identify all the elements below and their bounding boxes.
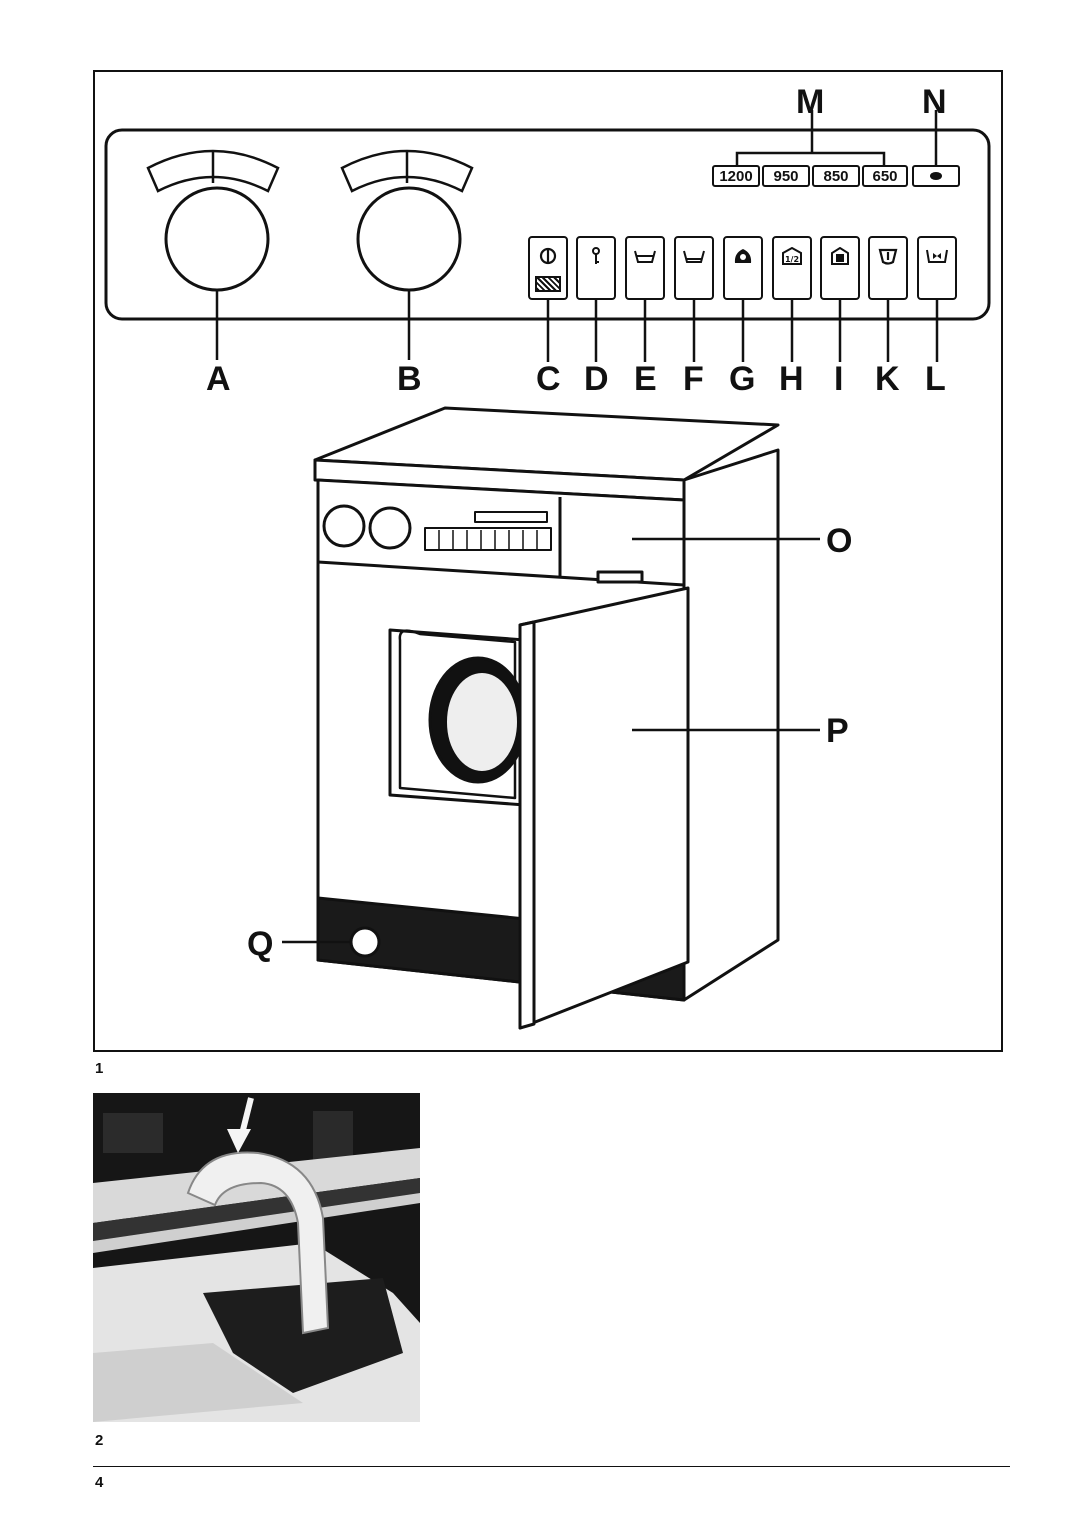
footer-rule [93, 1466, 1010, 1467]
button-i[interactable] [820, 236, 860, 300]
callout-c: C [536, 360, 561, 398]
m-bracket [735, 110, 886, 165]
callout-i: I [834, 360, 844, 398]
spin-speed-850: 850 [812, 165, 860, 187]
button-h[interactable]: 1/2 [772, 236, 812, 300]
basin-full-icon [634, 250, 656, 263]
callout-m: M [796, 83, 825, 121]
spin-speed-1200: 1200 [712, 165, 760, 187]
spin-speed-950: 950 [762, 165, 810, 187]
drop-icon [734, 249, 752, 263]
callout-o: O [826, 522, 853, 560]
callout-g: G [729, 360, 756, 398]
button-k[interactable] [868, 236, 908, 300]
knob-b [340, 149, 474, 360]
machine-button-ticks [438, 530, 538, 550]
callout-p: P [826, 712, 849, 750]
button-d[interactable] [576, 236, 616, 300]
svg-text:1/2: 1/2 [785, 255, 799, 264]
callout-a: A [206, 360, 231, 398]
button-c-power[interactable] [528, 236, 568, 300]
knob-a [146, 149, 280, 360]
callout-h: H [779, 360, 804, 398]
callout-l: L [925, 360, 946, 398]
rinse-hold-icon [878, 248, 898, 265]
button-f[interactable] [674, 236, 714, 300]
page-number: 4 [95, 1474, 104, 1491]
figure-1-number: 1 [95, 1060, 104, 1077]
callout-f: F [683, 360, 704, 398]
key-icon [592, 247, 600, 264]
button-e[interactable] [625, 236, 665, 300]
washing-machine [313, 406, 780, 1030]
callout-e: E [634, 360, 657, 398]
economy-icon [831, 247, 849, 265]
figure-2-number: 2 [95, 1432, 104, 1449]
button-g[interactable] [723, 236, 763, 300]
callout-k: K [875, 360, 900, 398]
power-lamp [535, 276, 561, 292]
callout-b: B [397, 360, 422, 398]
button-leaders [546, 300, 939, 362]
lamp-dot-icon [930, 172, 942, 180]
callout-n: N [922, 83, 947, 121]
callout-q: Q [247, 925, 274, 963]
button-l[interactable] [917, 236, 957, 300]
drain-hose-photo [93, 1093, 420, 1422]
figure-2-photo [93, 1093, 420, 1422]
spin-icon [926, 249, 948, 263]
half-load-icon: 1/2 [782, 247, 802, 265]
figure-1-frame [93, 70, 1003, 1052]
basin-half-icon [683, 250, 705, 263]
spin-speed-650: 650 [862, 165, 908, 187]
indicator-lamp-n [912, 165, 960, 187]
power-icon [539, 247, 557, 265]
callout-d: D [584, 360, 609, 398]
